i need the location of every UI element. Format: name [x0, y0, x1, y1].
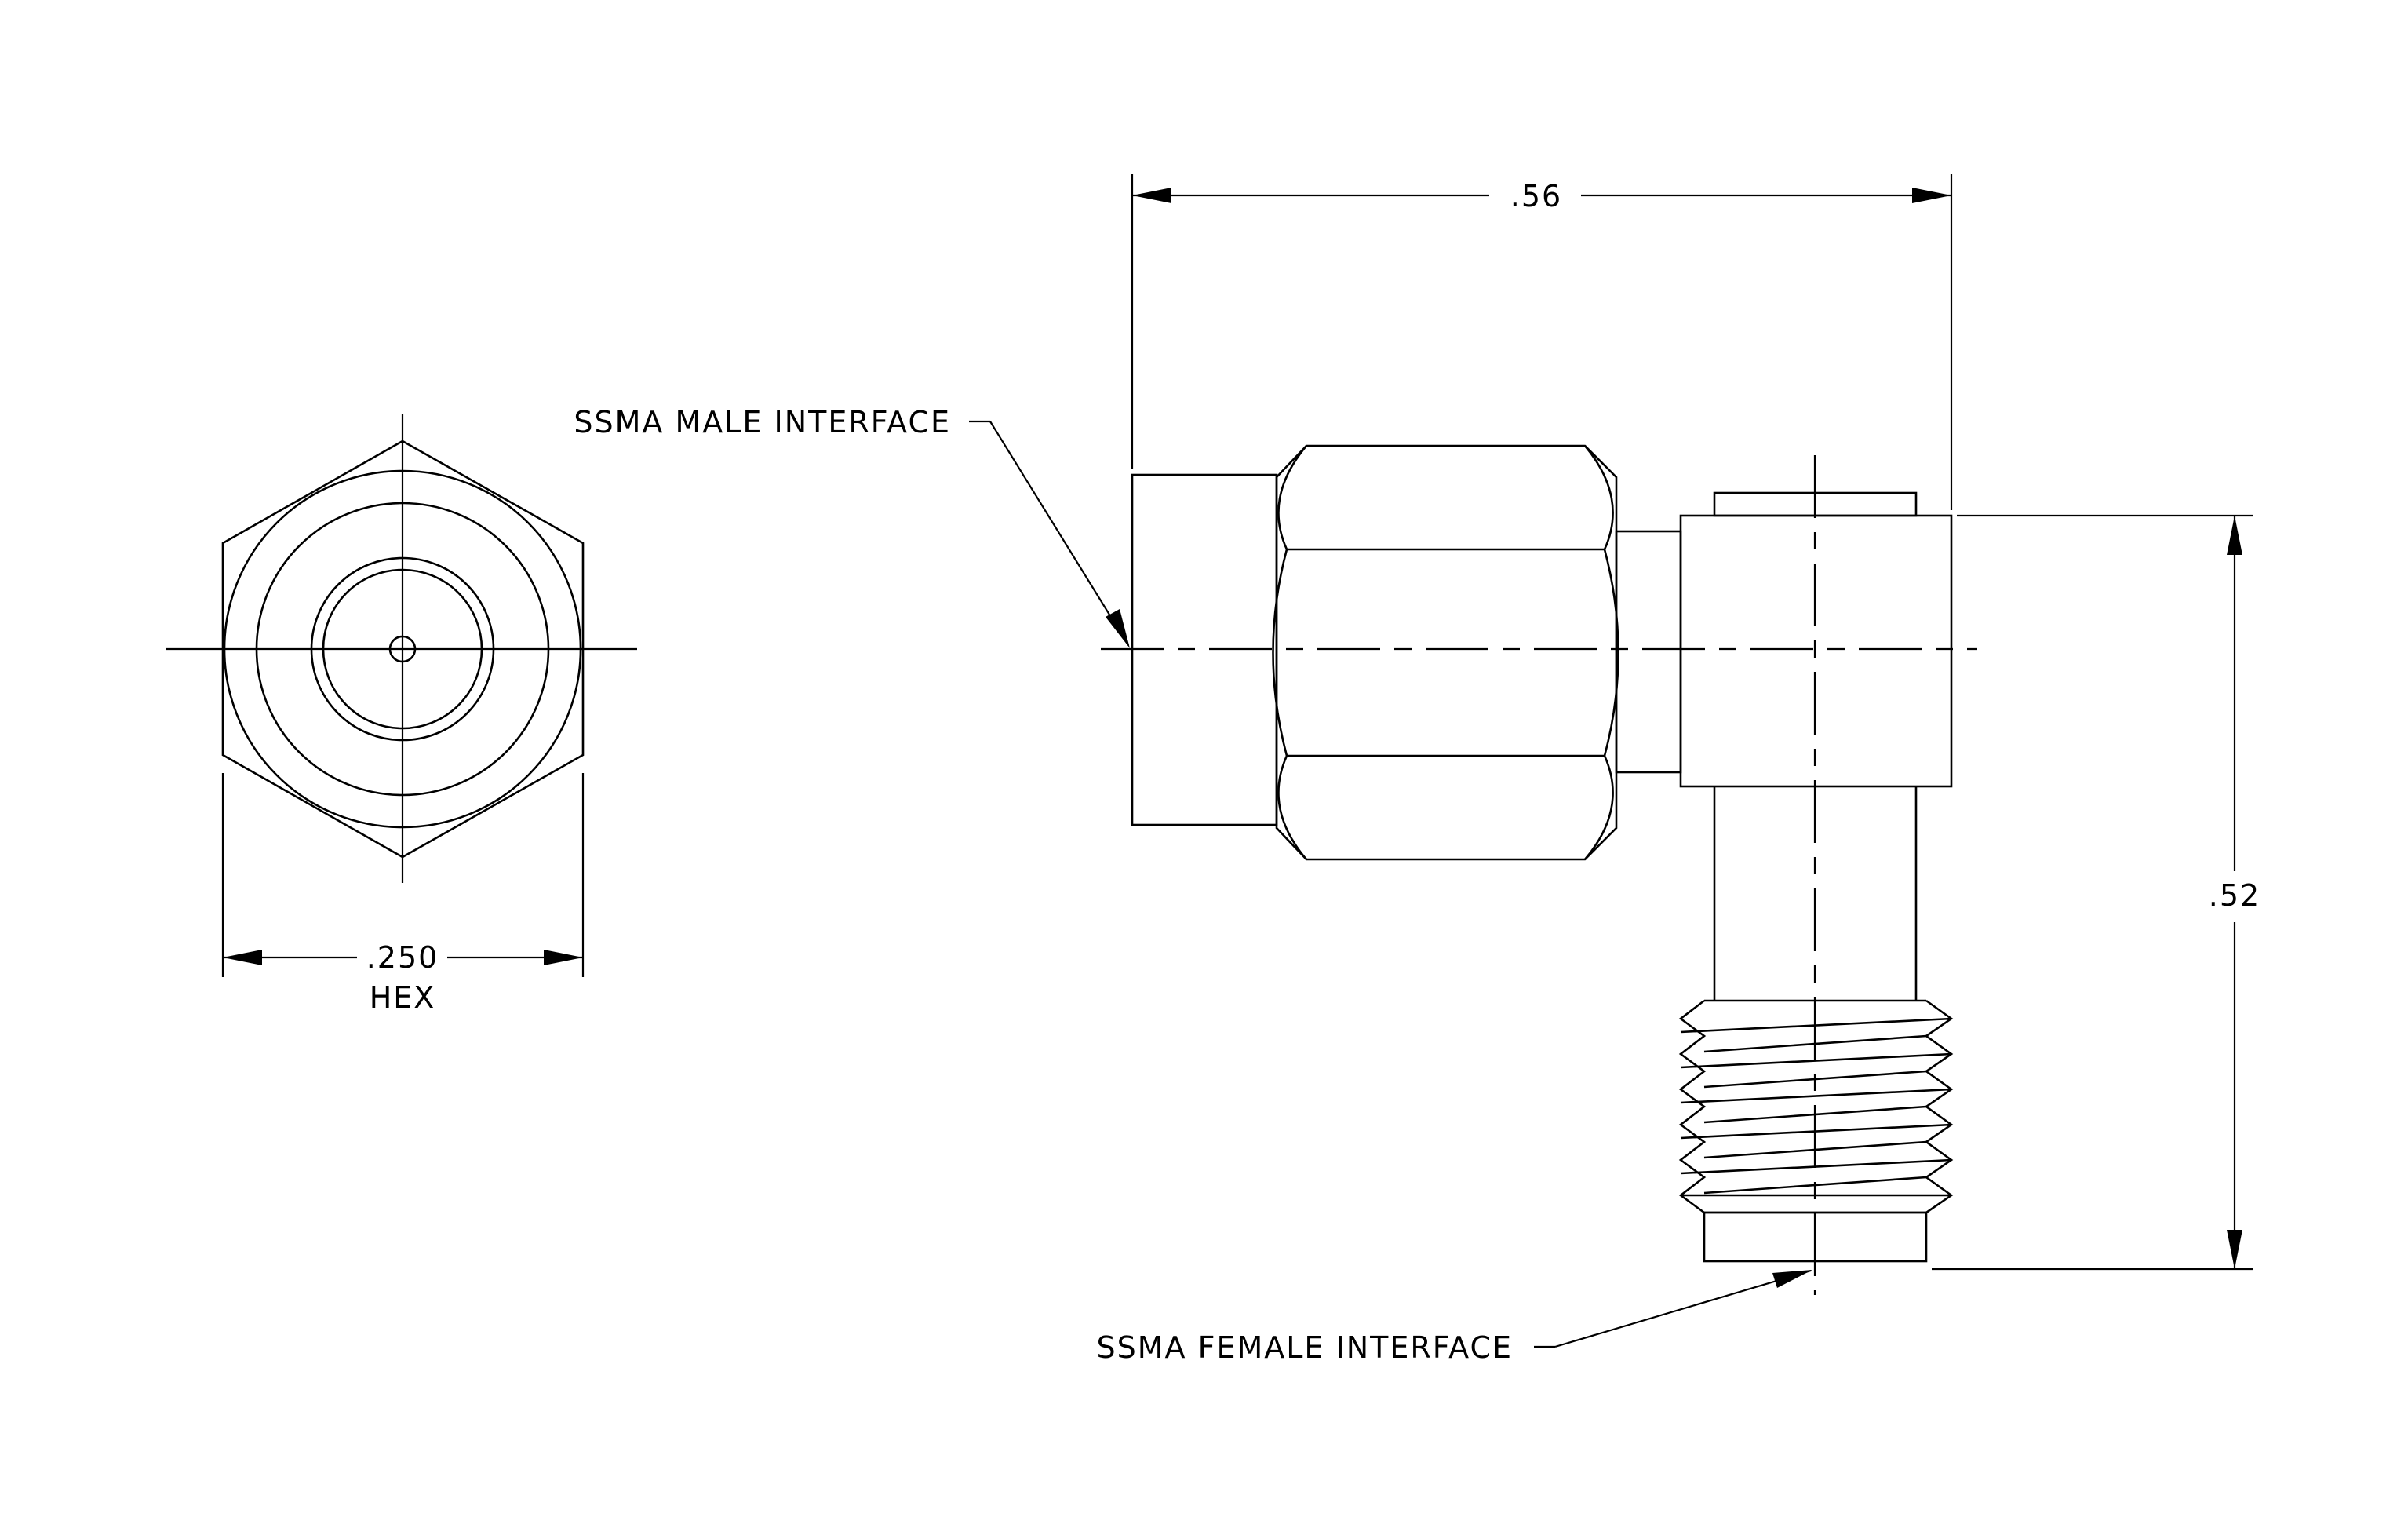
male-leader-arrow	[1106, 609, 1130, 648]
hex-dim-arrow-left	[223, 950, 262, 965]
thread-section	[1678, 999, 1954, 1214]
width-dim-arrow-left	[1132, 188, 1171, 203]
hex-nut	[1272, 444, 1619, 861]
hex-nut-arc-bot-left	[1277, 755, 1307, 860]
end-view: .250 HEX	[166, 414, 637, 1015]
hex-nut-arc-bot-right	[1584, 755, 1614, 860]
width-dimension-value: .56	[1510, 179, 1562, 213]
hex-nut-arc-top-right	[1584, 445, 1614, 550]
female-leader-arrow	[1772, 1270, 1812, 1288]
female-interface-label: SSMA FEMALE INTERFACE	[1096, 1330, 1513, 1365]
thread-crest-2	[1680, 1052, 1952, 1069]
neck	[1615, 530, 1682, 774]
hex-nut-arc-top-left	[1277, 445, 1307, 550]
hex-dim-arrow-right	[544, 950, 583, 965]
hex-nut-arc-mid-left	[1272, 549, 1288, 757]
height-dim-arrow-top	[2227, 516, 2242, 555]
female-leader-line	[1554, 1269, 1812, 1348]
thread-crest-4	[1680, 1123, 1952, 1140]
hex-dimension-unit: HEX	[370, 980, 436, 1015]
thread-crest-1	[1680, 1017, 1952, 1034]
male-leader-line	[989, 421, 1129, 646]
height-dimension-value: .52	[2209, 878, 2260, 913]
width-dim-arrow-right	[1912, 188, 1951, 203]
hex-nut-arc-mid-right	[1603, 549, 1619, 757]
male-interface-label: SSMA MALE INTERFACE	[574, 405, 951, 440]
thread-right-profile	[1924, 999, 1954, 1214]
thread-crest-3	[1680, 1088, 1952, 1104]
thread-left-profile	[1678, 999, 1707, 1214]
side-view: .56 .52 SSMA MALE INTERFACE SSMA FEMALE …	[574, 174, 2260, 1365]
hex-nut-outline	[1275, 444, 1618, 861]
thread-crest-5	[1680, 1158, 1952, 1175]
hex-dimension-value: .250	[366, 940, 439, 975]
height-dim-arrow-bottom	[2227, 1230, 2242, 1269]
body-block	[1679, 514, 1953, 788]
